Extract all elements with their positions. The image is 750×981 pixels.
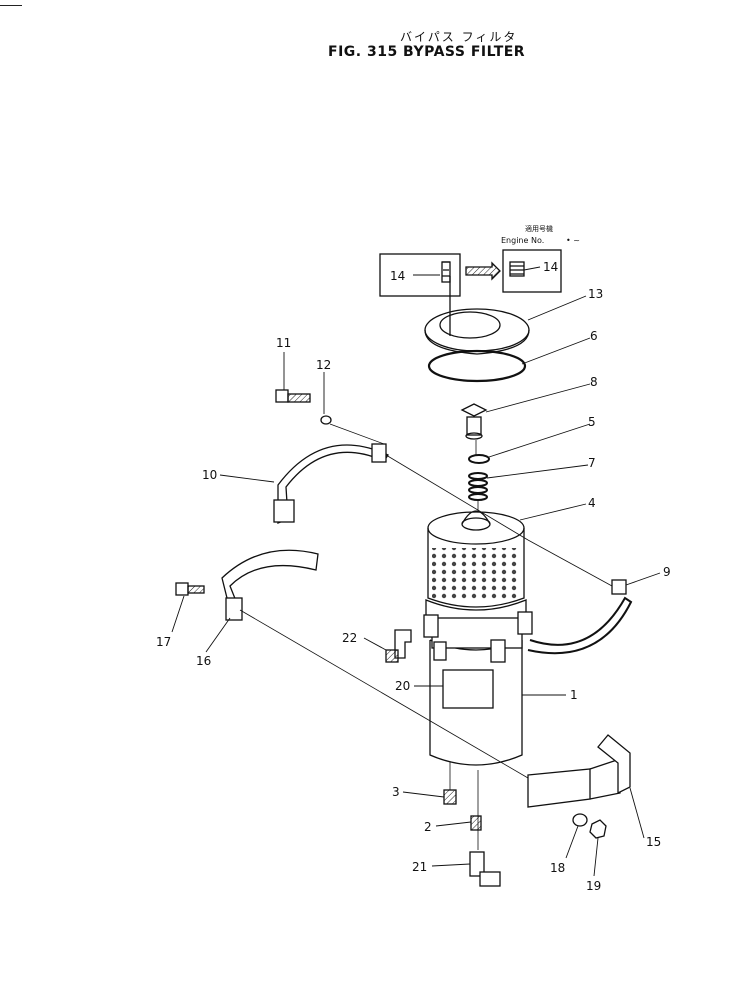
part-15-bracket (527, 734, 631, 808)
callout-16: 16 (196, 654, 211, 668)
corner-mark (0, 5, 22, 6)
part-4-filter-element (427, 510, 525, 608)
figure-title: FIG. 315 BYPASS FILTER (328, 44, 526, 60)
part-11-bolt (275, 389, 311, 403)
callout-18: 18 (550, 861, 565, 875)
callout-10: 10 (202, 468, 217, 482)
callout-7: 7 (588, 456, 596, 470)
callout-11: 11 (276, 336, 291, 350)
part-6-gasket (427, 349, 527, 383)
leader-lines (171, 266, 661, 877)
part-18-washer (572, 813, 588, 827)
callout-6: 6 (590, 329, 598, 343)
callout-14a: 14 (390, 269, 405, 283)
callout-15: 15 (646, 835, 661, 849)
engine-range: • ~ (566, 236, 580, 245)
part-8-element-cap (460, 403, 488, 440)
part-12-washer (320, 415, 332, 425)
callout-22: 22 (342, 631, 357, 645)
engine-no-label: Engine No. (501, 236, 544, 245)
part-5-o-ring (468, 454, 490, 464)
part-9-band-right (527, 596, 633, 655)
part-20-label-plate (442, 669, 494, 709)
callout-19: 19 (586, 879, 601, 893)
part-16-band-lower (221, 549, 319, 611)
callout-numbers: 1 2 3 4 5 6 7 8 9 10 11 12 13 14 14 15 1… (156, 260, 671, 893)
part-2-nipple (470, 815, 482, 831)
callout-1: 1 (570, 688, 578, 702)
callout-9: 9 (663, 565, 671, 579)
applicability-label: 適用号機 (525, 224, 553, 233)
part-7-spring (468, 472, 488, 501)
part-19-nut (589, 819, 607, 839)
assembly-lines (239, 423, 613, 850)
callout-4: 4 (588, 496, 596, 510)
callout-3: 3 (392, 785, 400, 799)
callout-14b: 14 (543, 260, 558, 274)
callout-8: 8 (590, 375, 598, 389)
part-3-plug (443, 789, 457, 805)
part-21-elbow (469, 851, 501, 887)
callout-2: 2 (424, 820, 432, 834)
callout-21: 21 (412, 860, 427, 874)
plug-variant-b-box (502, 249, 562, 293)
callout-17: 17 (156, 635, 171, 649)
plug-variant-a-box (379, 253, 461, 297)
callout-5: 5 (588, 415, 596, 429)
part-13-cover (424, 276, 530, 355)
title-japanese: バイパス フィルタ (400, 30, 518, 44)
callout-12: 12 (316, 358, 331, 372)
serial-variant-group (379, 249, 562, 297)
callout-13: 13 (588, 287, 603, 301)
callout-20: 20 (395, 679, 410, 693)
part-17-bolt (175, 582, 205, 596)
part-1-filter-body (423, 599, 533, 766)
